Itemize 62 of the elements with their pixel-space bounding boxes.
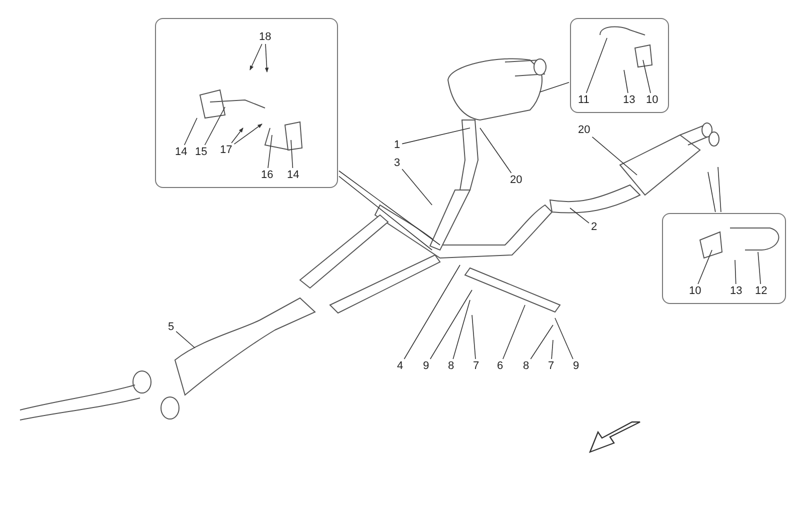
callout-number: 5 xyxy=(167,321,176,333)
leader-line xyxy=(184,118,198,146)
callout-number: 15 xyxy=(194,146,208,158)
leader-line xyxy=(698,250,712,284)
callout-number: 14 xyxy=(286,169,300,181)
leader-line xyxy=(586,38,608,94)
leader-line xyxy=(204,106,226,146)
leader-line xyxy=(452,300,470,360)
leader-line xyxy=(592,136,638,176)
callout-number: 7 xyxy=(547,360,556,372)
leader-line xyxy=(708,172,716,212)
leader-line xyxy=(554,318,574,360)
callout-number: 6 xyxy=(496,360,504,372)
leader-line xyxy=(734,260,736,284)
leader-line xyxy=(402,128,470,144)
leader-line xyxy=(570,208,590,224)
leader-line xyxy=(290,140,294,168)
leader-line xyxy=(430,290,472,360)
leader-line xyxy=(480,128,512,174)
inset-detail-frame xyxy=(662,213,786,304)
callout-number: 13 xyxy=(622,94,636,106)
leader-line xyxy=(530,324,554,360)
callout-number: 9 xyxy=(572,360,580,372)
callout-number: 17 xyxy=(219,144,234,156)
callout-number: 16 xyxy=(260,169,274,181)
leader-line xyxy=(718,166,722,212)
leader-line xyxy=(234,124,262,145)
leader-line xyxy=(551,340,554,360)
callout-number: 10 xyxy=(645,94,660,106)
leader-line xyxy=(540,82,570,92)
callout-number: 1 xyxy=(393,139,402,151)
callout-number: 13 xyxy=(729,285,744,297)
leader-line xyxy=(402,168,432,206)
callout-number: 20 xyxy=(509,174,524,186)
leader-line xyxy=(472,314,476,360)
callout-number: 10 xyxy=(688,285,702,297)
leader-line xyxy=(624,70,628,94)
callout-number: 8 xyxy=(522,360,530,372)
callout-number: 11 xyxy=(577,94,590,106)
callout-number: 2 xyxy=(590,221,598,233)
leader-line xyxy=(264,44,269,72)
leader-line xyxy=(404,264,460,360)
callout-number: 12 xyxy=(754,285,768,297)
inset-detail-frame xyxy=(155,18,338,188)
callout-number: 8 xyxy=(447,360,456,372)
callout-number: 3 xyxy=(393,157,402,169)
leader-line xyxy=(758,252,761,284)
leader-line xyxy=(502,304,526,360)
callout-number: 7 xyxy=(472,360,480,372)
inset-detail-frame xyxy=(570,18,669,113)
leader-line xyxy=(338,170,440,246)
callout-number: 9 xyxy=(422,360,430,372)
callout-number: 18 xyxy=(258,31,272,43)
leader-line xyxy=(268,134,272,168)
leader-line xyxy=(250,44,262,70)
leader-line xyxy=(338,176,432,250)
leader-line xyxy=(176,331,196,348)
callout-number: 14 xyxy=(174,146,188,158)
callout-number: 20 xyxy=(577,124,592,136)
leader-line xyxy=(231,128,244,144)
leader-line xyxy=(642,60,651,94)
callout-number: 4 xyxy=(396,360,404,372)
